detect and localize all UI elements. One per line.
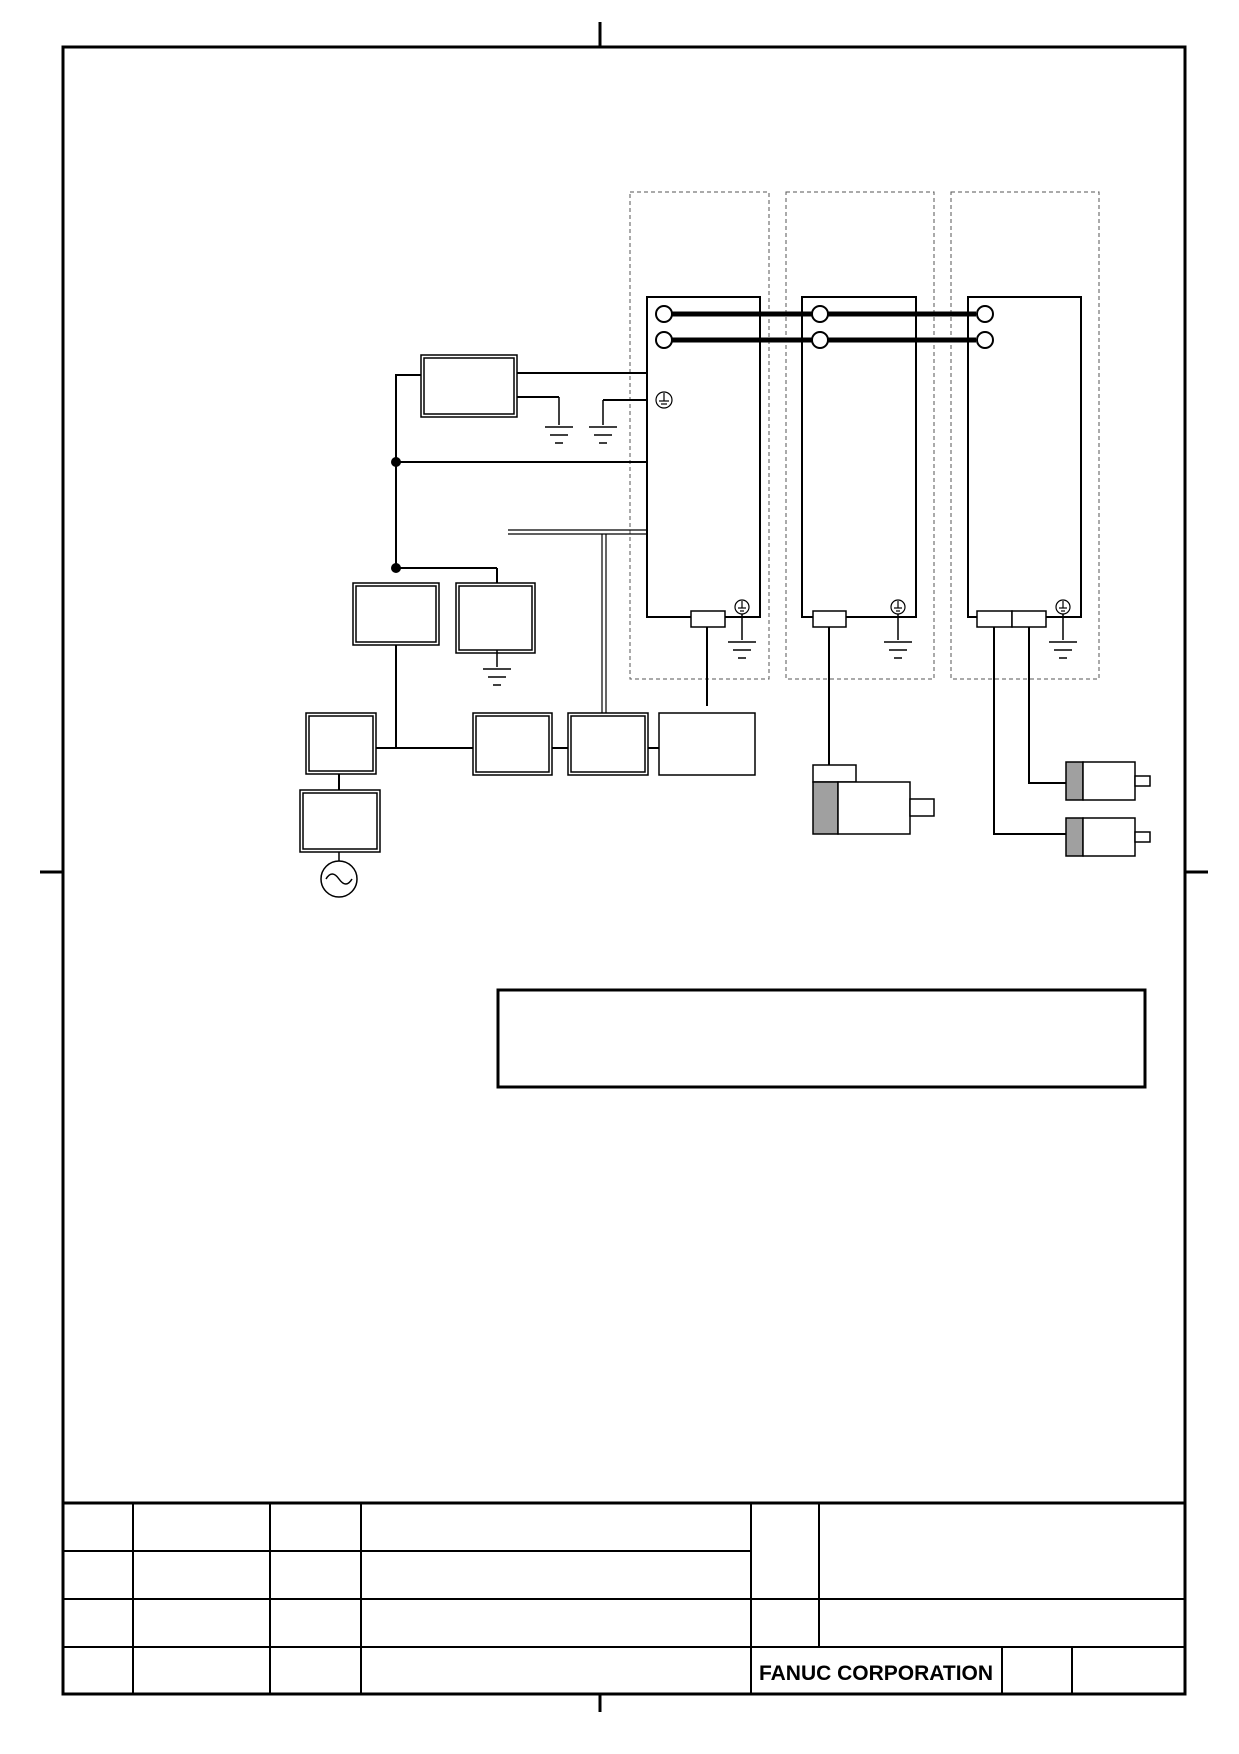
company-name: FANUC CORPORATION: [759, 1662, 993, 1685]
terminal-2b: [811, 331, 829, 349]
group-3-dashed: [950, 191, 1100, 680]
motor-large-body: [837, 781, 911, 835]
block-upper: [420, 354, 518, 418]
pe-icon: [890, 599, 906, 615]
motor-small-upper-body: [1082, 761, 1136, 801]
motor-large: [812, 764, 935, 835]
title-block: [61, 1501, 1187, 1696]
wire-module-3a-to-motor-lower: [993, 627, 1066, 835]
connector-module-1: [690, 610, 726, 628]
motor-small-upper: [1065, 761, 1151, 801]
group-2-dashed: [785, 191, 935, 680]
block-low-3: [472, 712, 553, 776]
peripheral-blocks: [299, 354, 756, 853]
ground-icon: [545, 397, 573, 444]
module-connectors: [690, 610, 1047, 628]
connector-module-3a: [976, 610, 1013, 628]
block-low-2: [299, 789, 381, 853]
block-low-1: [305, 712, 377, 775]
motor-small-lower-body: [1082, 817, 1136, 857]
terminal-3a: [976, 305, 994, 323]
protective-earth-symbols: [655, 391, 1071, 615]
amplifier-groups: [629, 191, 1100, 680]
motor-small-lower-rear: [1065, 817, 1084, 857]
terminal-1a: [655, 305, 673, 323]
pe-icon: [1055, 599, 1071, 615]
ground-icon: [589, 400, 617, 444]
terminal-1b: [655, 331, 673, 349]
junction-dot: [391, 457, 401, 467]
wire-module-3b-to-motor-upper: [1028, 627, 1066, 784]
wiring: [338, 372, 1066, 835]
note-box: [496, 988, 1147, 1089]
motor-large-rear: [812, 781, 839, 835]
motor-large-shaft: [909, 798, 935, 817]
signal-cable: [508, 529, 647, 713]
ground-icon: [1049, 614, 1077, 659]
block-mid-right: [455, 582, 536, 654]
ground-icon: [884, 614, 912, 659]
junction-dot: [391, 563, 401, 573]
motor-small-lower: [1065, 817, 1151, 857]
junction-dots: [391, 457, 401, 573]
motor-small-lower-shaft: [1134, 831, 1151, 843]
connector-module-2: [812, 610, 847, 628]
terminal-2a: [811, 305, 829, 323]
motor-small-upper-rear: [1065, 761, 1084, 801]
amplifier-modules: [646, 296, 1082, 618]
group-1-dashed: [629, 191, 770, 680]
motor-small-upper-shaft: [1134, 775, 1151, 787]
block-mid-left: [352, 582, 440, 646]
block-low-4: [567, 712, 649, 776]
motor-large-terminal-box: [812, 764, 857, 783]
pe-icon: [655, 391, 673, 409]
busbar-terminals: [655, 305, 994, 349]
ground-icon: [483, 650, 511, 686]
sheet-border: [61, 45, 1187, 1696]
ground-symbols: [483, 397, 1077, 686]
amplifier-module-2: [801, 296, 917, 618]
ac-source-icon: [320, 852, 358, 898]
ground-icon: [728, 614, 756, 659]
connector-module-3b: [1011, 610, 1047, 628]
block-low-5: [658, 712, 756, 776]
pe-icon: [734, 599, 750, 615]
terminal-3b: [976, 331, 994, 349]
wire-block-upper-left: [395, 374, 421, 568]
